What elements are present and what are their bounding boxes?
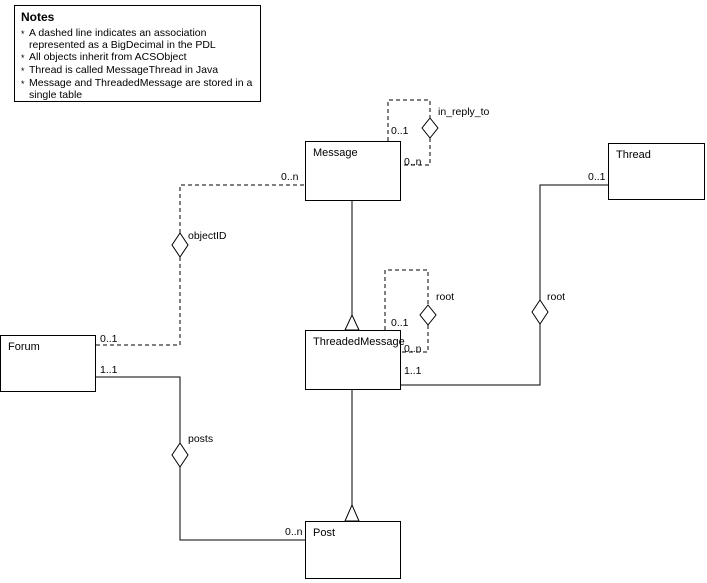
association-label-root-self: root [436, 291, 455, 303]
association-posts-line-forum [96, 376, 181, 443]
association-label-objectid: objectID [188, 230, 227, 242]
multiplicity-root-self-side: 0..n [404, 343, 422, 355]
multiplicity-posts-forum: 1..1 [100, 364, 118, 376]
note-bullet-icon: * [21, 79, 25, 89]
association-label-in-reply-to: in_reply_to [438, 106, 490, 118]
association-posts-line-post [179, 467, 305, 541]
class-name-forum: Forum [8, 341, 40, 353]
note-item: * A dashed line indicates an association… [21, 27, 256, 51]
note-item: * All objects inherit from ACSObject [21, 51, 256, 64]
aggregation-diamond-objectid [171, 232, 189, 258]
generalization-triangle-post [344, 503, 360, 522]
note-text: A dashed line indicates an association r… [29, 27, 216, 51]
association-label-posts: posts [188, 433, 214, 445]
generalization-triangle-threadedmessage [344, 313, 360, 331]
multiplicity-in-reply-to-side: 0..n [404, 156, 422, 168]
notes-box: Notes * A dashed line indicates an assoc… [14, 5, 261, 102]
note-text: All objects inherit from ACSObject [29, 51, 187, 63]
multiplicity-root-threadedmessage-end: 1..1 [404, 365, 422, 377]
class-box-threaded-message: ThreadedMessage [305, 330, 405, 390]
class-name-post: Post [313, 527, 336, 539]
association-objectid-line-forum [96, 257, 181, 346]
class-box-post: Post [305, 521, 401, 579]
class-box-forum: Forum [0, 335, 96, 392]
note-text: Thread is called MessageThread in Java [29, 64, 219, 76]
note-bullet-icon: * [21, 29, 25, 39]
multiplicity-in-reply-to-top: 0..1 [391, 125, 409, 137]
association-objectid-line-message [179, 184, 305, 233]
multiplicity-posts-post: 0..n [285, 526, 303, 538]
association-root-thread-line-top [539, 184, 608, 300]
association-label-root-thread: root [547, 291, 566, 303]
association-in-reply-to-line-top [387, 99, 431, 141]
aggregation-diamond-root-self [419, 304, 437, 326]
class-box-message: Message [305, 141, 401, 201]
multiplicity-objectid-message: 0..n [281, 171, 299, 183]
association-in-reply-to-line-bottom [401, 138, 431, 166]
note-bullet-icon: * [21, 66, 25, 76]
multiplicity-objectid-forum: 0..1 [100, 333, 118, 345]
note-item: * Thread is called MessageThread in Java [21, 64, 256, 77]
aggregation-diamond-in-reply-to [421, 117, 439, 139]
association-root-self-line-bottom [401, 325, 429, 353]
class-name-thread: Thread [616, 149, 651, 161]
notes-title: Notes [21, 10, 55, 24]
class-box-thread: Thread [608, 143, 705, 200]
note-bullet-icon: * [21, 53, 25, 63]
association-root-self-line-top [384, 269, 429, 330]
class-name-message: Message [313, 147, 358, 159]
multiplicity-root-thread-end: 0..1 [588, 171, 606, 183]
note-text: Message and ThreadedMessage are stored i… [29, 77, 253, 101]
class-name-threaded-message: ThreadedMessage [313, 336, 405, 348]
aggregation-diamond-root-thread [531, 299, 549, 325]
multiplicity-root-self-top: 0..1 [391, 317, 409, 329]
aggregation-diamond-posts [171, 442, 189, 468]
note-item: * Message and ThreadedMessage are stored… [21, 77, 256, 101]
association-root-thread-line-bottom [401, 324, 541, 386]
